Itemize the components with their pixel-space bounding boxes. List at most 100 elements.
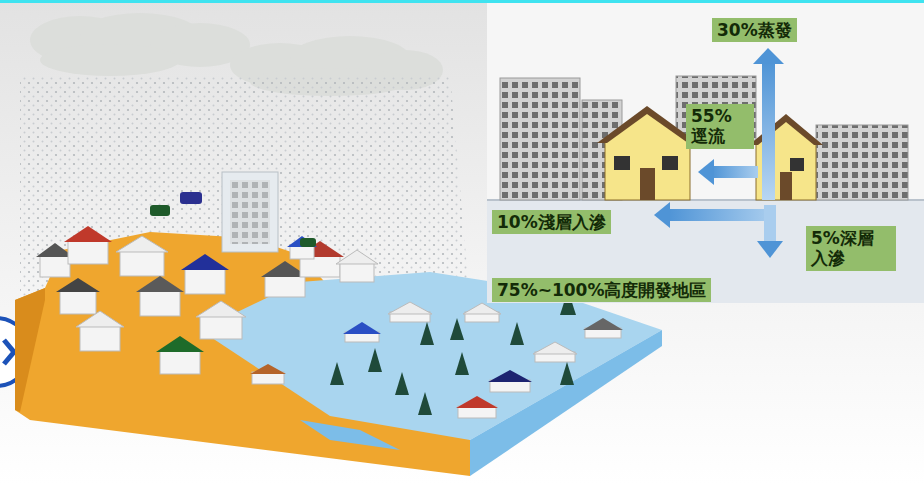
house-roof bbox=[597, 106, 698, 143]
tree bbox=[395, 372, 409, 395]
evaporation-arrow bbox=[762, 62, 775, 200]
house-roof bbox=[343, 322, 381, 334]
soil-side bbox=[15, 288, 45, 412]
house bbox=[343, 322, 381, 342]
tree bbox=[560, 362, 574, 385]
flow-arrows bbox=[654, 48, 784, 258]
house-roof bbox=[388, 302, 432, 314]
house-roof bbox=[116, 236, 168, 252]
tree bbox=[418, 392, 432, 415]
cloud-part bbox=[40, 44, 180, 76]
house bbox=[76, 311, 124, 351]
house-roof bbox=[533, 342, 577, 354]
tree bbox=[510, 322, 524, 345]
tree bbox=[420, 322, 434, 345]
house-door bbox=[780, 172, 792, 200]
house-wall bbox=[40, 255, 70, 277]
top-bar bbox=[0, 0, 924, 3]
car-body bbox=[180, 192, 202, 204]
house bbox=[116, 236, 168, 276]
house bbox=[456, 396, 498, 418]
chevron bbox=[4, 340, 14, 364]
house-roof bbox=[583, 318, 623, 330]
house-wall bbox=[185, 268, 225, 294]
house-wall bbox=[265, 275, 305, 297]
house-roof bbox=[463, 303, 501, 314]
house-wall bbox=[80, 325, 120, 351]
runoff-arrow bbox=[712, 166, 758, 178]
house-wall bbox=[120, 250, 164, 276]
flooded-houses bbox=[250, 302, 623, 418]
tree bbox=[450, 318, 464, 340]
house-gable bbox=[607, 114, 688, 143]
arrow-head bbox=[654, 202, 670, 228]
car bbox=[150, 192, 316, 247]
house bbox=[56, 278, 100, 314]
percent-label: 75%~100%高度開發地區 bbox=[497, 280, 706, 300]
house-wall bbox=[605, 140, 690, 200]
house bbox=[196, 301, 246, 339]
tree bbox=[330, 362, 344, 385]
percent-label: 5%深層 入滲 bbox=[811, 228, 891, 269]
arrow-head bbox=[753, 48, 784, 64]
house bbox=[136, 276, 184, 316]
panel-ground bbox=[487, 3, 924, 303]
car-body bbox=[300, 238, 316, 247]
percent-label: 10%淺層入滲 bbox=[497, 212, 606, 232]
trees bbox=[330, 290, 576, 415]
house-door bbox=[640, 168, 655, 200]
percent-label-box: 5%深層 入滲 bbox=[806, 226, 896, 271]
deep-infiltration-arrow bbox=[764, 205, 776, 243]
house bbox=[583, 318, 623, 338]
office-building bbox=[500, 78, 580, 200]
house-roof bbox=[250, 364, 286, 374]
arrow-head bbox=[698, 159, 714, 185]
house-roof bbox=[64, 226, 112, 242]
percent-label: 55% 逕流 bbox=[691, 106, 749, 147]
house-roof bbox=[156, 336, 204, 352]
percent-label-box: 75%~100%高度開發地區 bbox=[492, 278, 711, 302]
percent-label: 30%蒸發 bbox=[717, 20, 792, 40]
arrow-head bbox=[757, 241, 783, 258]
house bbox=[463, 303, 501, 322]
house-wall bbox=[290, 245, 314, 259]
house bbox=[156, 336, 204, 374]
office-building bbox=[816, 125, 908, 200]
house-roof bbox=[181, 254, 229, 270]
tree bbox=[455, 352, 469, 375]
house-roof bbox=[336, 250, 378, 264]
soil-layer bbox=[487, 200, 924, 303]
water-face bbox=[470, 330, 662, 476]
house-wall bbox=[60, 290, 96, 314]
percent-label-box: 30%蒸發 bbox=[712, 18, 797, 42]
shallow-infiltration-arrow bbox=[668, 209, 772, 221]
slope-houses bbox=[36, 192, 378, 374]
house bbox=[287, 236, 317, 259]
urban-panel bbox=[487, 3, 924, 303]
house bbox=[64, 226, 112, 264]
house bbox=[181, 254, 229, 294]
house-roof bbox=[456, 396, 498, 408]
house-window bbox=[662, 156, 678, 170]
building-windows bbox=[230, 180, 270, 244]
house-roof bbox=[287, 236, 317, 247]
house-roof bbox=[196, 301, 246, 317]
house-roof bbox=[749, 114, 823, 145]
house-wall bbox=[340, 262, 374, 282]
car-body bbox=[150, 205, 170, 216]
house bbox=[336, 250, 378, 282]
house bbox=[533, 342, 577, 362]
house-roof bbox=[488, 370, 532, 382]
house-wall bbox=[160, 350, 200, 374]
house-window bbox=[614, 156, 630, 170]
percent-label-box: 55% 逕流 bbox=[686, 104, 754, 149]
building-body bbox=[222, 172, 278, 252]
water-channel bbox=[300, 420, 400, 450]
house bbox=[749, 114, 823, 200]
house bbox=[388, 302, 432, 322]
house-window bbox=[790, 158, 804, 171]
house-roof bbox=[76, 311, 124, 327]
